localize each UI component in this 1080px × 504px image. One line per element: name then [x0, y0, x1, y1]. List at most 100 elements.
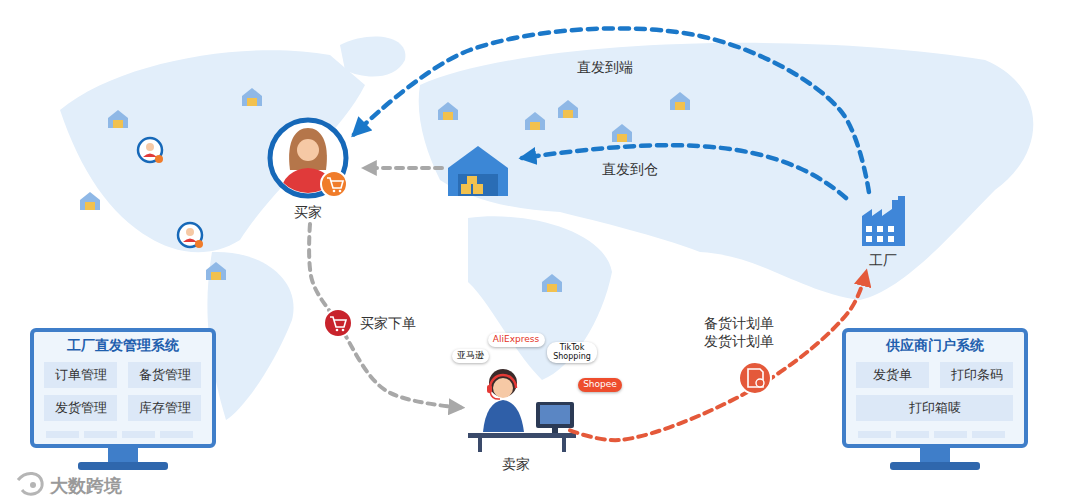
- monitor-screen: [160, 431, 193, 438]
- warehouse-icon: [206, 262, 226, 280]
- continent: [340, 37, 405, 77]
- order-icon: [324, 309, 352, 337]
- warehouse-icon: [443, 112, 453, 120]
- buyer-figure: [321, 171, 347, 197]
- continent: [207, 252, 293, 420]
- monitor-screen: [972, 431, 1005, 438]
- flow-arrow: [354, 28, 869, 192]
- platform-name: Shopee: [583, 380, 617, 389]
- warehouse-big: [448, 146, 508, 196]
- menu-cell: 打印条码: [940, 362, 1013, 388]
- buyer-marker: [146, 143, 154, 151]
- buyer-marker: [138, 138, 203, 248]
- warehouse-icon: [525, 112, 545, 130]
- buyer-figure: [333, 190, 336, 193]
- buyer-figure: [297, 139, 319, 161]
- menu-cell: 订单管理: [44, 362, 117, 388]
- order-icon: [342, 329, 345, 332]
- factory-node: 工厂: [850, 192, 916, 272]
- factory-icon: [888, 226, 894, 232]
- buyer-figure: [270, 120, 346, 196]
- monitor-screen: [858, 431, 891, 438]
- continent: [60, 50, 365, 252]
- monitor-screen: [32, 330, 214, 446]
- seller-figure: [489, 369, 517, 397]
- warehouse-icon: [80, 88, 690, 292]
- warehouse-icon: [211, 272, 221, 280]
- factory-icon: [862, 196, 905, 246]
- edge-label: 备货计划单 发货计划单: [704, 314, 786, 350]
- buyer-figure: [270, 120, 347, 197]
- order-icon: [330, 317, 346, 327]
- warehouse-arrow: [364, 166, 442, 170]
- seller-figure: [468, 369, 576, 452]
- buyer-marker: [178, 223, 202, 247]
- monitor-screen: [122, 431, 155, 438]
- warehouse-icon: [108, 110, 128, 128]
- buyer-node: 买家: [262, 112, 354, 224]
- system-monitor: 工厂直发管理系统订单管理备货管理发货管理库存管理: [30, 328, 216, 448]
- plan-doc-icon: [748, 369, 763, 387]
- platform-badge: Shopee: [578, 378, 622, 392]
- warehouse-big: [461, 184, 471, 194]
- warehouse-icon: [547, 284, 557, 292]
- warehouse-big: [448, 146, 508, 196]
- warehouse-icon: [675, 102, 685, 110]
- seller-figure: [490, 375, 516, 388]
- seller-figure: [478, 438, 482, 452]
- menu-cell: 库存管理: [128, 395, 201, 421]
- buyer-marker: [155, 155, 163, 163]
- warehouse-big: [458, 174, 498, 196]
- watermark-logo: [30, 482, 36, 488]
- buyer-figure: [339, 190, 342, 193]
- menu-label: 发货管理: [55, 399, 107, 417]
- monitor-screen: [46, 431, 79, 438]
- seller-figure: [493, 378, 513, 398]
- system-title: 供应商门户系统: [886, 337, 984, 355]
- plan-doc-icon: [756, 379, 764, 387]
- order-icon: [324, 309, 352, 337]
- order-icon: [336, 329, 339, 332]
- warehouse-icon: [670, 92, 690, 110]
- warehouse-icon: [438, 102, 458, 120]
- warehouse-icon: [242, 88, 262, 106]
- warehouse-arrow: [522, 145, 846, 198]
- monitor-screen: [32, 330, 1026, 470]
- node-label: 卖家: [502, 456, 530, 474]
- menu-label: 发货单: [873, 366, 912, 384]
- warehouse-icon: [247, 98, 257, 106]
- platform-badge: AliExpress: [488, 333, 545, 347]
- warehouse-icon: [542, 274, 562, 292]
- warehouse-icon: [617, 134, 627, 142]
- factory-icon: [877, 236, 883, 242]
- seller-figure: [536, 402, 574, 428]
- platform-name: 亚马逊: [457, 351, 484, 360]
- factory-icon: [888, 236, 894, 242]
- platform-name: AliExpress: [493, 335, 539, 344]
- seller-figure: [487, 385, 492, 393]
- menu-label: 打印条码: [951, 366, 1003, 384]
- monitor-screen: [890, 462, 980, 470]
- buyer-marker: [143, 154, 157, 158]
- buyer-marker: [186, 228, 194, 236]
- warehouse-icon: [530, 122, 540, 130]
- menu-cell: 打印箱唛: [856, 395, 1013, 421]
- menu-label: 打印箱唛: [909, 399, 961, 417]
- menu-label: 订单管理: [55, 366, 107, 384]
- seller-figure: [552, 428, 558, 433]
- factory-icon: [877, 226, 883, 232]
- menu-cell: 备货管理: [128, 362, 201, 388]
- warehouse-icon: [612, 124, 632, 142]
- monitor-screen: [934, 431, 967, 438]
- plan-doc-icon: [739, 362, 771, 394]
- factory-icon: [862, 196, 905, 246]
- factory-icon: [866, 236, 872, 242]
- warehouse-icon: [85, 202, 95, 210]
- flow-arrow: [309, 224, 462, 408]
- route-label: 直发到仓: [602, 160, 658, 178]
- edge-label: 买家下单: [360, 314, 416, 332]
- monitor-screen: [78, 462, 168, 470]
- seller-figure: [468, 433, 576, 438]
